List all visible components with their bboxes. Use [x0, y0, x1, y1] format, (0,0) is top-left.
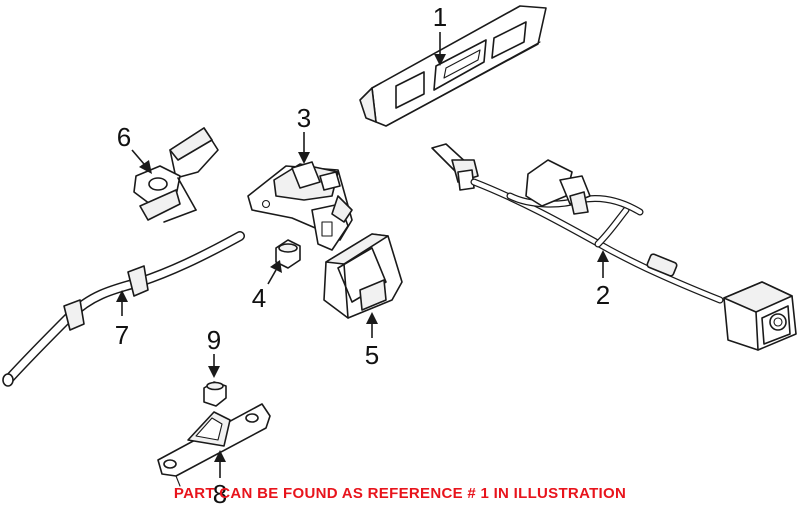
callout-6: 6	[116, 122, 132, 152]
leader-2	[597, 250, 609, 278]
part-6-clip-bracket	[133, 127, 219, 223]
leader-3	[298, 132, 310, 164]
callout-4: 4	[251, 283, 267, 313]
callout-7: 7	[114, 320, 130, 350]
leader-7	[116, 290, 128, 316]
leader-5	[366, 312, 378, 338]
leader-9	[208, 354, 220, 378]
part-4-nut	[275, 239, 301, 269]
callout-9: 9	[206, 325, 222, 355]
callout-5: 5	[364, 340, 380, 370]
callout-2: 2	[595, 280, 611, 310]
part-9-fastener	[203, 381, 227, 407]
part-5-lamp-housing	[323, 233, 403, 319]
callout-8: 8	[212, 479, 228, 509]
reference-footnote: PART CAN BE FOUND AS REFERENCE # 1 IN IL…	[173, 485, 627, 502]
part-1-trim-bar	[359, 5, 547, 127]
leader-6	[131, 149, 152, 174]
part-3-bracket	[247, 161, 353, 251]
leader-1	[434, 32, 446, 66]
part-8-base-plate	[157, 403, 271, 487]
leader-8	[214, 450, 226, 478]
leader-4	[267, 260, 282, 285]
part-7-wire-harness	[2, 231, 245, 387]
callout-3: 3	[296, 103, 312, 133]
callout-1: 1	[432, 2, 448, 32]
part-2-camera-harness	[431, 143, 797, 351]
